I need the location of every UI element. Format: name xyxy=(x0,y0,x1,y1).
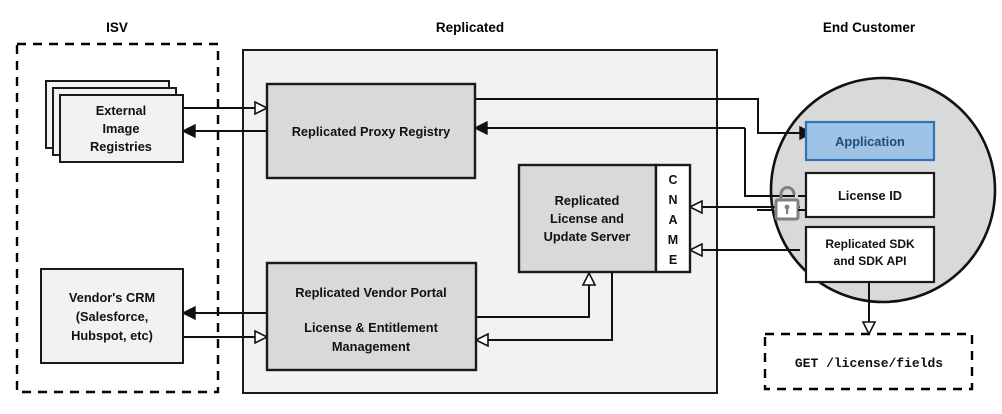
connector-license-server-to-portal xyxy=(474,272,613,348)
arrowhead xyxy=(254,329,269,345)
node-external-image-registries[interactable]: External Image Registries xyxy=(45,80,184,163)
group-title-isv: ISV xyxy=(106,20,128,35)
connector-sdk-to-cname xyxy=(688,242,800,258)
node-label-line-2: License and xyxy=(550,211,624,226)
node-application[interactable]: Application xyxy=(804,120,936,162)
node-label-line-3: Hubspot, etc) xyxy=(71,328,153,343)
connector-sdk-to-api-request xyxy=(861,282,877,336)
node-cname[interactable]: C N A M E xyxy=(654,163,692,274)
node-replicated-vendor-portal[interactable]: Replicated Vendor Portal License & Entit… xyxy=(265,261,478,372)
connector-crm-to-portal xyxy=(183,329,269,345)
connector-portal-to-license-server xyxy=(476,271,597,318)
node-replicated-sdk[interactable]: Replicated SDK and SDK API xyxy=(804,225,936,284)
cname-letter-a: A xyxy=(668,213,677,227)
group-title-end-customer: End Customer xyxy=(823,20,916,35)
node-label: License ID xyxy=(838,188,902,203)
arrowhead xyxy=(861,321,877,336)
node-label-line-1: External xyxy=(96,103,147,118)
connector-application-to-proxy-riser xyxy=(744,128,795,197)
cname-box xyxy=(654,163,692,274)
node-label-line-2: (Salesforce, xyxy=(76,309,149,324)
node-box xyxy=(804,120,936,162)
cname-letter-n: N xyxy=(668,193,677,207)
node-api-request[interactable]: GET /license/fields xyxy=(763,332,974,391)
group-title-replicated: Replicated xyxy=(436,20,504,35)
cname-letter-m: M xyxy=(668,233,678,247)
node-license-id[interactable]: License ID xyxy=(804,171,936,219)
cname-letter-c: C xyxy=(668,173,677,187)
arrowhead xyxy=(688,242,703,258)
node-label-line-4: Management xyxy=(332,339,411,354)
connector-portal-to-crm xyxy=(181,305,267,321)
node-box xyxy=(40,268,184,364)
node-label-line-2: and SDK API xyxy=(834,254,907,268)
arrowhead xyxy=(254,100,269,116)
node-replicated-license-and-update-server[interactable]: Replicated License and Update Server xyxy=(517,163,658,274)
node-box xyxy=(265,82,477,180)
node-label-line-3: Update Server xyxy=(544,229,631,244)
node-label-line-1: Replicated Proxy Registry xyxy=(292,124,451,139)
node-label-line-1: Replicated Vendor Portal xyxy=(295,285,446,300)
cname-letter-e: E xyxy=(669,253,677,267)
node-box xyxy=(517,163,658,274)
api-request-boundary xyxy=(763,332,974,391)
arrowhead xyxy=(688,199,703,215)
arrowhead xyxy=(581,271,597,286)
node-box xyxy=(804,171,936,219)
isv-group-boundary xyxy=(15,42,220,394)
connector-proxy-to-registries xyxy=(181,123,267,139)
node-label-line-3: License & Entitlement xyxy=(304,320,438,335)
node-label-line-1: Replicated xyxy=(555,193,620,208)
node-box xyxy=(265,261,478,372)
node-replicated-proxy-registry[interactable]: Replicated Proxy Registry xyxy=(265,82,477,180)
node-vendors-crm[interactable]: Vendor's CRM (Salesforce, Hubspot, etc) xyxy=(40,268,184,364)
node-label: Application xyxy=(835,134,905,149)
stack-layer-front xyxy=(59,94,184,163)
arrowhead xyxy=(473,120,488,136)
connector-registries-to-proxy xyxy=(183,100,269,116)
connector-application-to-proxy xyxy=(473,120,745,136)
node-label-line-1: Replicated SDK xyxy=(825,237,915,251)
api-request-label: GET /license/fields xyxy=(795,356,943,371)
arrowhead xyxy=(474,332,489,348)
arrowhead xyxy=(181,305,196,321)
arrowhead xyxy=(181,123,196,139)
node-label-line-3: Registries xyxy=(90,139,152,154)
node-label-line-1: Vendor's CRM xyxy=(69,290,155,305)
node-box xyxy=(804,225,936,284)
node-label-line-2: Image xyxy=(103,121,140,136)
